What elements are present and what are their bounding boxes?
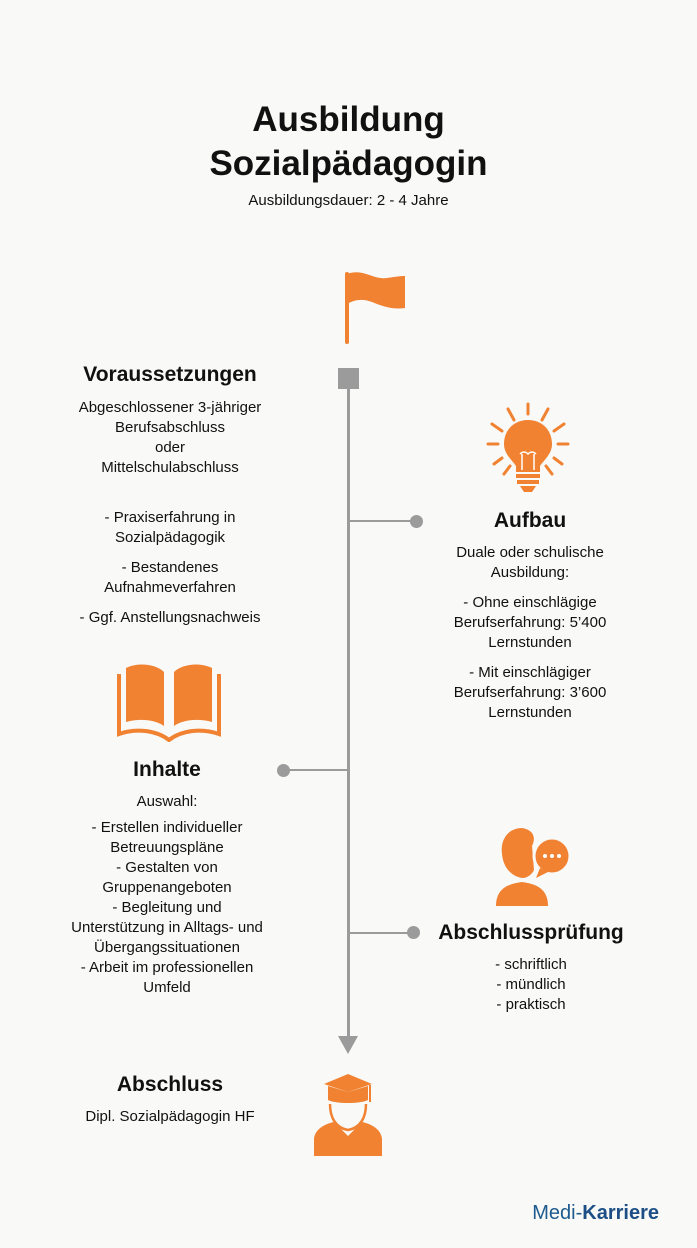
- section-voraussetzungen: Voraussetzungen Abgeschlossener 3-jährig…: [40, 361, 300, 628]
- graduate-icon: [314, 1074, 382, 1156]
- text-line: - schriftlich: [495, 956, 567, 973]
- text-line: Betreuungspläne: [110, 839, 224, 856]
- section-inhalte: Inhalte Auswahl: - Erstellen individuell…: [47, 756, 287, 998]
- section-heading: Inhalte: [133, 758, 201, 781]
- book-icon: [117, 664, 221, 742]
- text-line: Duale oder schulische: [456, 544, 604, 561]
- text-line: oder: [154, 439, 186, 456]
- text-line: Berufserfahrung: 5’400: [453, 614, 607, 631]
- timeline-start-marker: [338, 368, 359, 389]
- text-line: Übergangssituationen: [94, 939, 240, 956]
- text-line: Umfeld: [143, 979, 191, 996]
- page-title: Ausbildung Sozialpädagogin: [209, 100, 488, 183]
- timeline-line: [347, 380, 350, 1040]
- text-line: - praktisch: [496, 996, 566, 1013]
- section-heading: Voraussetzungen: [83, 363, 257, 386]
- text-line: - Ohne einschlägige: [463, 594, 597, 611]
- inhalte-intro: Auswahl:: [136, 793, 198, 810]
- text-line: Abgeschlossener 3-jähriger: [78, 399, 262, 416]
- text-line: - Gestalten von: [116, 859, 218, 876]
- timeline-arrow: [338, 1036, 358, 1054]
- text-line: Aufnahmeverfahren: [104, 579, 236, 596]
- text-line: Berufsabschluss: [114, 419, 226, 436]
- logo: Medi-Karriere: [532, 1202, 659, 1224]
- subtitle: Ausbildungsdauer: 2 - 4 Jahre: [248, 192, 449, 209]
- text-line: - Erstellen individueller: [91, 819, 243, 836]
- text-line: Lernstunden: [488, 704, 572, 721]
- text-line: Berufserfahrung: 3’600: [453, 684, 607, 701]
- section-abschlusspruefung: Abschlussprüfung - schriftlich - mündlich…: [416, 919, 646, 1015]
- text-line: Ausbildung:: [490, 564, 570, 581]
- text-line: - Praxiserfahrung in: [104, 509, 236, 526]
- text-line: - Arbeit im professionellen: [80, 959, 254, 976]
- section-heading: Abschluss: [116, 1073, 224, 1096]
- connector-dot-pruefung: [407, 926, 420, 939]
- connector-aufbau: [349, 520, 415, 522]
- flag-icon: [345, 272, 405, 344]
- connector-dot-inhalte: [277, 764, 290, 777]
- text-line: Lernstunden: [488, 634, 572, 651]
- connector-inhalte: [285, 769, 348, 771]
- connector-pruefung: [349, 932, 411, 934]
- list-item: - Ggf. Anstellungsnachweis: [40, 608, 300, 628]
- text-line: - Bestandenes: [121, 559, 219, 576]
- text-line: - Begleitung und: [112, 899, 222, 916]
- text-line: Sozialpädagogik: [114, 529, 226, 546]
- text-line: Gruppenangeboten: [102, 879, 232, 896]
- text-line: - mündlich: [496, 976, 566, 993]
- person-speech-bubble-icon: [496, 828, 572, 906]
- text-line: - Ggf. Anstellungsnachweis: [79, 609, 261, 626]
- section-abschluss: Abschluss Dipl. Sozialpädagogin HF: [40, 1071, 300, 1127]
- connector-dot-aufbau: [410, 515, 423, 528]
- section-heading: Abschlussprüfung: [438, 921, 624, 944]
- list-item: - Praxiserfahrung in Sozialpädagogik: [40, 508, 300, 548]
- abschluss-text: Dipl. Sozialpädagogin HF: [85, 1108, 255, 1125]
- lightbulb-icon: [486, 402, 570, 492]
- text-line: Unterstützung in Alltags- und: [71, 919, 263, 936]
- text-line: - Mit einschlägiger: [469, 664, 591, 681]
- section-heading: Aufbau: [493, 509, 567, 532]
- text-line: Mittelschulabschluss: [101, 459, 239, 476]
